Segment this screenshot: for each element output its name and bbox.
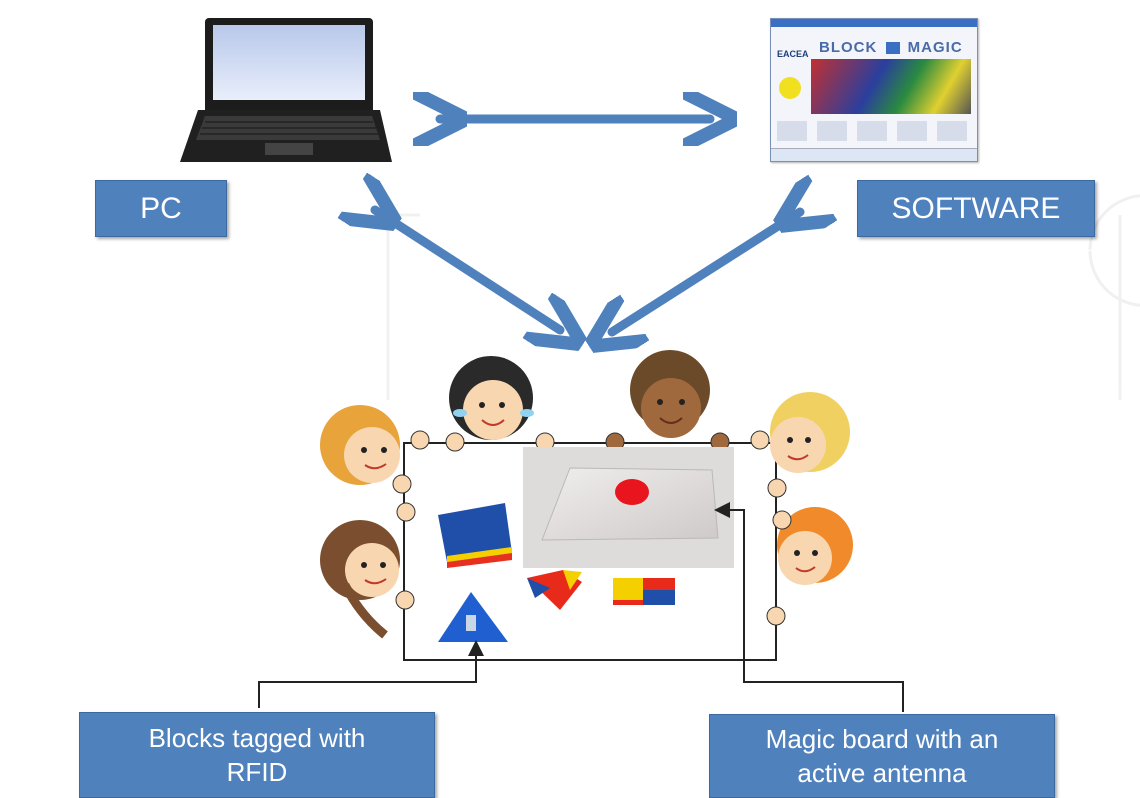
child-top-right	[605, 350, 730, 452]
software-label-text: SOFTWARE	[891, 191, 1061, 225]
arrow-software-children	[612, 212, 800, 332]
child-right-lower	[766, 507, 853, 626]
child-top-left	[445, 356, 555, 452]
blocks-label-line1: Blocks tagged with	[148, 723, 366, 753]
child-left-upper	[320, 405, 430, 494]
partner-logos	[777, 121, 967, 141]
blocks-label-line2: RFID	[226, 757, 288, 787]
software-title-right: MAGIC	[907, 39, 963, 56]
pc-label: PC	[95, 180, 227, 237]
arrow-pc-children	[375, 210, 560, 330]
software-titlebar	[771, 19, 977, 27]
software-label: SOFTWARE	[857, 180, 1095, 237]
eacea-logo: EACEA	[777, 49, 809, 59]
yellow-sphere-icon	[779, 77, 801, 99]
child-right-upper	[750, 392, 850, 498]
magic-board-photo	[523, 447, 734, 568]
blocks-label: Blocks tagged with RFID	[79, 712, 435, 798]
block-logo-icon	[885, 42, 900, 55]
child-left-lower	[320, 502, 416, 639]
software-title: BLOCK MAGIC	[819, 39, 963, 56]
children-illustration	[320, 350, 853, 639]
software-footer	[771, 148, 977, 161]
blocks-photo	[811, 59, 971, 114]
rfid-blocks	[438, 503, 675, 642]
software-title-left: BLOCK	[819, 39, 878, 56]
pc-label-text: PC	[140, 191, 182, 225]
connector-blocks	[258, 640, 484, 708]
software-screenshot: BLOCK MAGIC EACEA	[770, 18, 978, 162]
connector-board	[714, 502, 904, 712]
board-label-line1: Magic board with an	[765, 724, 999, 754]
laptop-icon	[180, 18, 392, 162]
board-label-line2: active antenna	[797, 758, 967, 788]
board-label: Magic board with an active antenna	[709, 714, 1055, 798]
